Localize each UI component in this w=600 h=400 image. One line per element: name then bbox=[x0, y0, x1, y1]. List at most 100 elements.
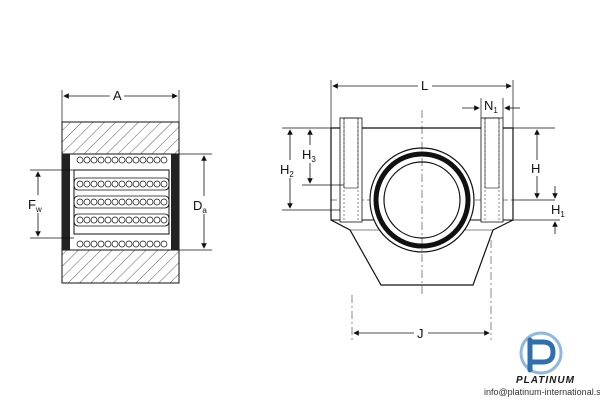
ball bbox=[125, 198, 133, 206]
left-sectional-view: A Fw Da bbox=[27, 86, 212, 284]
ball bbox=[125, 216, 133, 224]
ball bbox=[160, 216, 168, 224]
left-end-seal bbox=[62, 154, 70, 250]
label-L: L bbox=[421, 78, 428, 93]
logo-p-icon bbox=[527, 337, 556, 373]
ball bbox=[76, 216, 84, 224]
ball bbox=[153, 156, 161, 164]
dimension-J: J bbox=[353, 290, 492, 341]
ball bbox=[76, 240, 84, 248]
ball bbox=[76, 156, 84, 164]
ball bbox=[111, 216, 119, 224]
label-Da: Da bbox=[193, 198, 207, 215]
ball bbox=[160, 156, 168, 164]
dimension-Da: Da bbox=[179, 153, 212, 251]
ball bbox=[76, 198, 84, 206]
label-H1: H1 bbox=[551, 202, 565, 219]
ball bbox=[104, 156, 112, 164]
ball bbox=[153, 216, 161, 224]
ball bbox=[153, 240, 161, 248]
dimension-H3: H3 bbox=[300, 129, 344, 186]
ball bbox=[90, 240, 98, 248]
label-J: J bbox=[417, 326, 424, 341]
ball bbox=[125, 240, 133, 248]
label-H2: H2 bbox=[280, 162, 294, 179]
ball bbox=[153, 180, 161, 188]
dimension-L: L bbox=[330, 76, 514, 128]
label-Fw: Fw bbox=[28, 197, 42, 214]
ball bbox=[83, 240, 91, 248]
ball bbox=[97, 198, 105, 206]
housing-bottom-section bbox=[61, 249, 180, 284]
ball bbox=[83, 180, 91, 188]
label-A: A bbox=[113, 88, 122, 103]
housing-top-section bbox=[61, 121, 180, 155]
ball bbox=[132, 216, 140, 224]
ball bbox=[139, 216, 147, 224]
ball bbox=[104, 180, 112, 188]
ball bbox=[146, 156, 154, 164]
ball bbox=[118, 216, 126, 224]
ball bbox=[118, 240, 126, 248]
dimension-H1: H1 bbox=[513, 186, 565, 234]
ball bbox=[139, 180, 147, 188]
ball bbox=[111, 240, 119, 248]
ball-circuits bbox=[76, 156, 168, 248]
ball bbox=[83, 156, 91, 164]
ball bbox=[111, 180, 119, 188]
dimension-Fw: Fw bbox=[27, 169, 74, 239]
ball bbox=[139, 156, 147, 164]
ball bbox=[146, 198, 154, 206]
ball bbox=[153, 198, 161, 206]
label-N1: N1 bbox=[484, 98, 498, 115]
ball bbox=[97, 156, 105, 164]
ball bbox=[111, 156, 119, 164]
ball bbox=[132, 240, 140, 248]
ball bbox=[83, 198, 91, 206]
ball bbox=[97, 180, 105, 188]
label-H3: H3 bbox=[302, 147, 316, 164]
ball bbox=[132, 180, 140, 188]
ball bbox=[125, 156, 133, 164]
ball bbox=[160, 180, 168, 188]
ball bbox=[125, 180, 133, 188]
logo-ring-icon bbox=[519, 331, 563, 375]
ball bbox=[118, 198, 126, 206]
ball bbox=[160, 240, 168, 248]
raceway-lines bbox=[73, 177, 170, 227]
ball bbox=[97, 240, 105, 248]
ball bbox=[146, 216, 154, 224]
ball bbox=[139, 198, 147, 206]
ball bbox=[139, 240, 147, 248]
platinum-logo: PLATINUM bbox=[516, 331, 574, 386]
ball bbox=[146, 180, 154, 188]
right-bolt-hole bbox=[480, 117, 504, 223]
ball bbox=[118, 156, 126, 164]
dimension-H: H bbox=[513, 127, 555, 201]
ball bbox=[160, 198, 168, 206]
left-bolt-hole bbox=[339, 117, 363, 223]
right-end-seal bbox=[171, 154, 179, 250]
ball bbox=[97, 216, 105, 224]
ball bbox=[83, 216, 91, 224]
ball bbox=[111, 198, 119, 206]
ball bbox=[104, 198, 112, 206]
dimension-H2: H2 bbox=[278, 127, 340, 211]
contact-email[interactable]: info@platinum-international.store bbox=[484, 387, 600, 397]
ball bbox=[104, 240, 112, 248]
dimension-N1: N1 bbox=[462, 98, 520, 118]
ball bbox=[132, 198, 140, 206]
dimension-A: A bbox=[61, 86, 180, 122]
ball bbox=[90, 216, 98, 224]
ball bbox=[90, 180, 98, 188]
ball bbox=[104, 216, 112, 224]
right-end-view: L N1 H2 H3 bbox=[278, 76, 565, 341]
ball bbox=[146, 240, 154, 248]
ball bbox=[76, 180, 84, 188]
ball bbox=[118, 180, 126, 188]
ball bbox=[90, 156, 98, 164]
ball bbox=[90, 198, 98, 206]
label-H: H bbox=[531, 161, 540, 176]
ball bbox=[132, 156, 140, 164]
